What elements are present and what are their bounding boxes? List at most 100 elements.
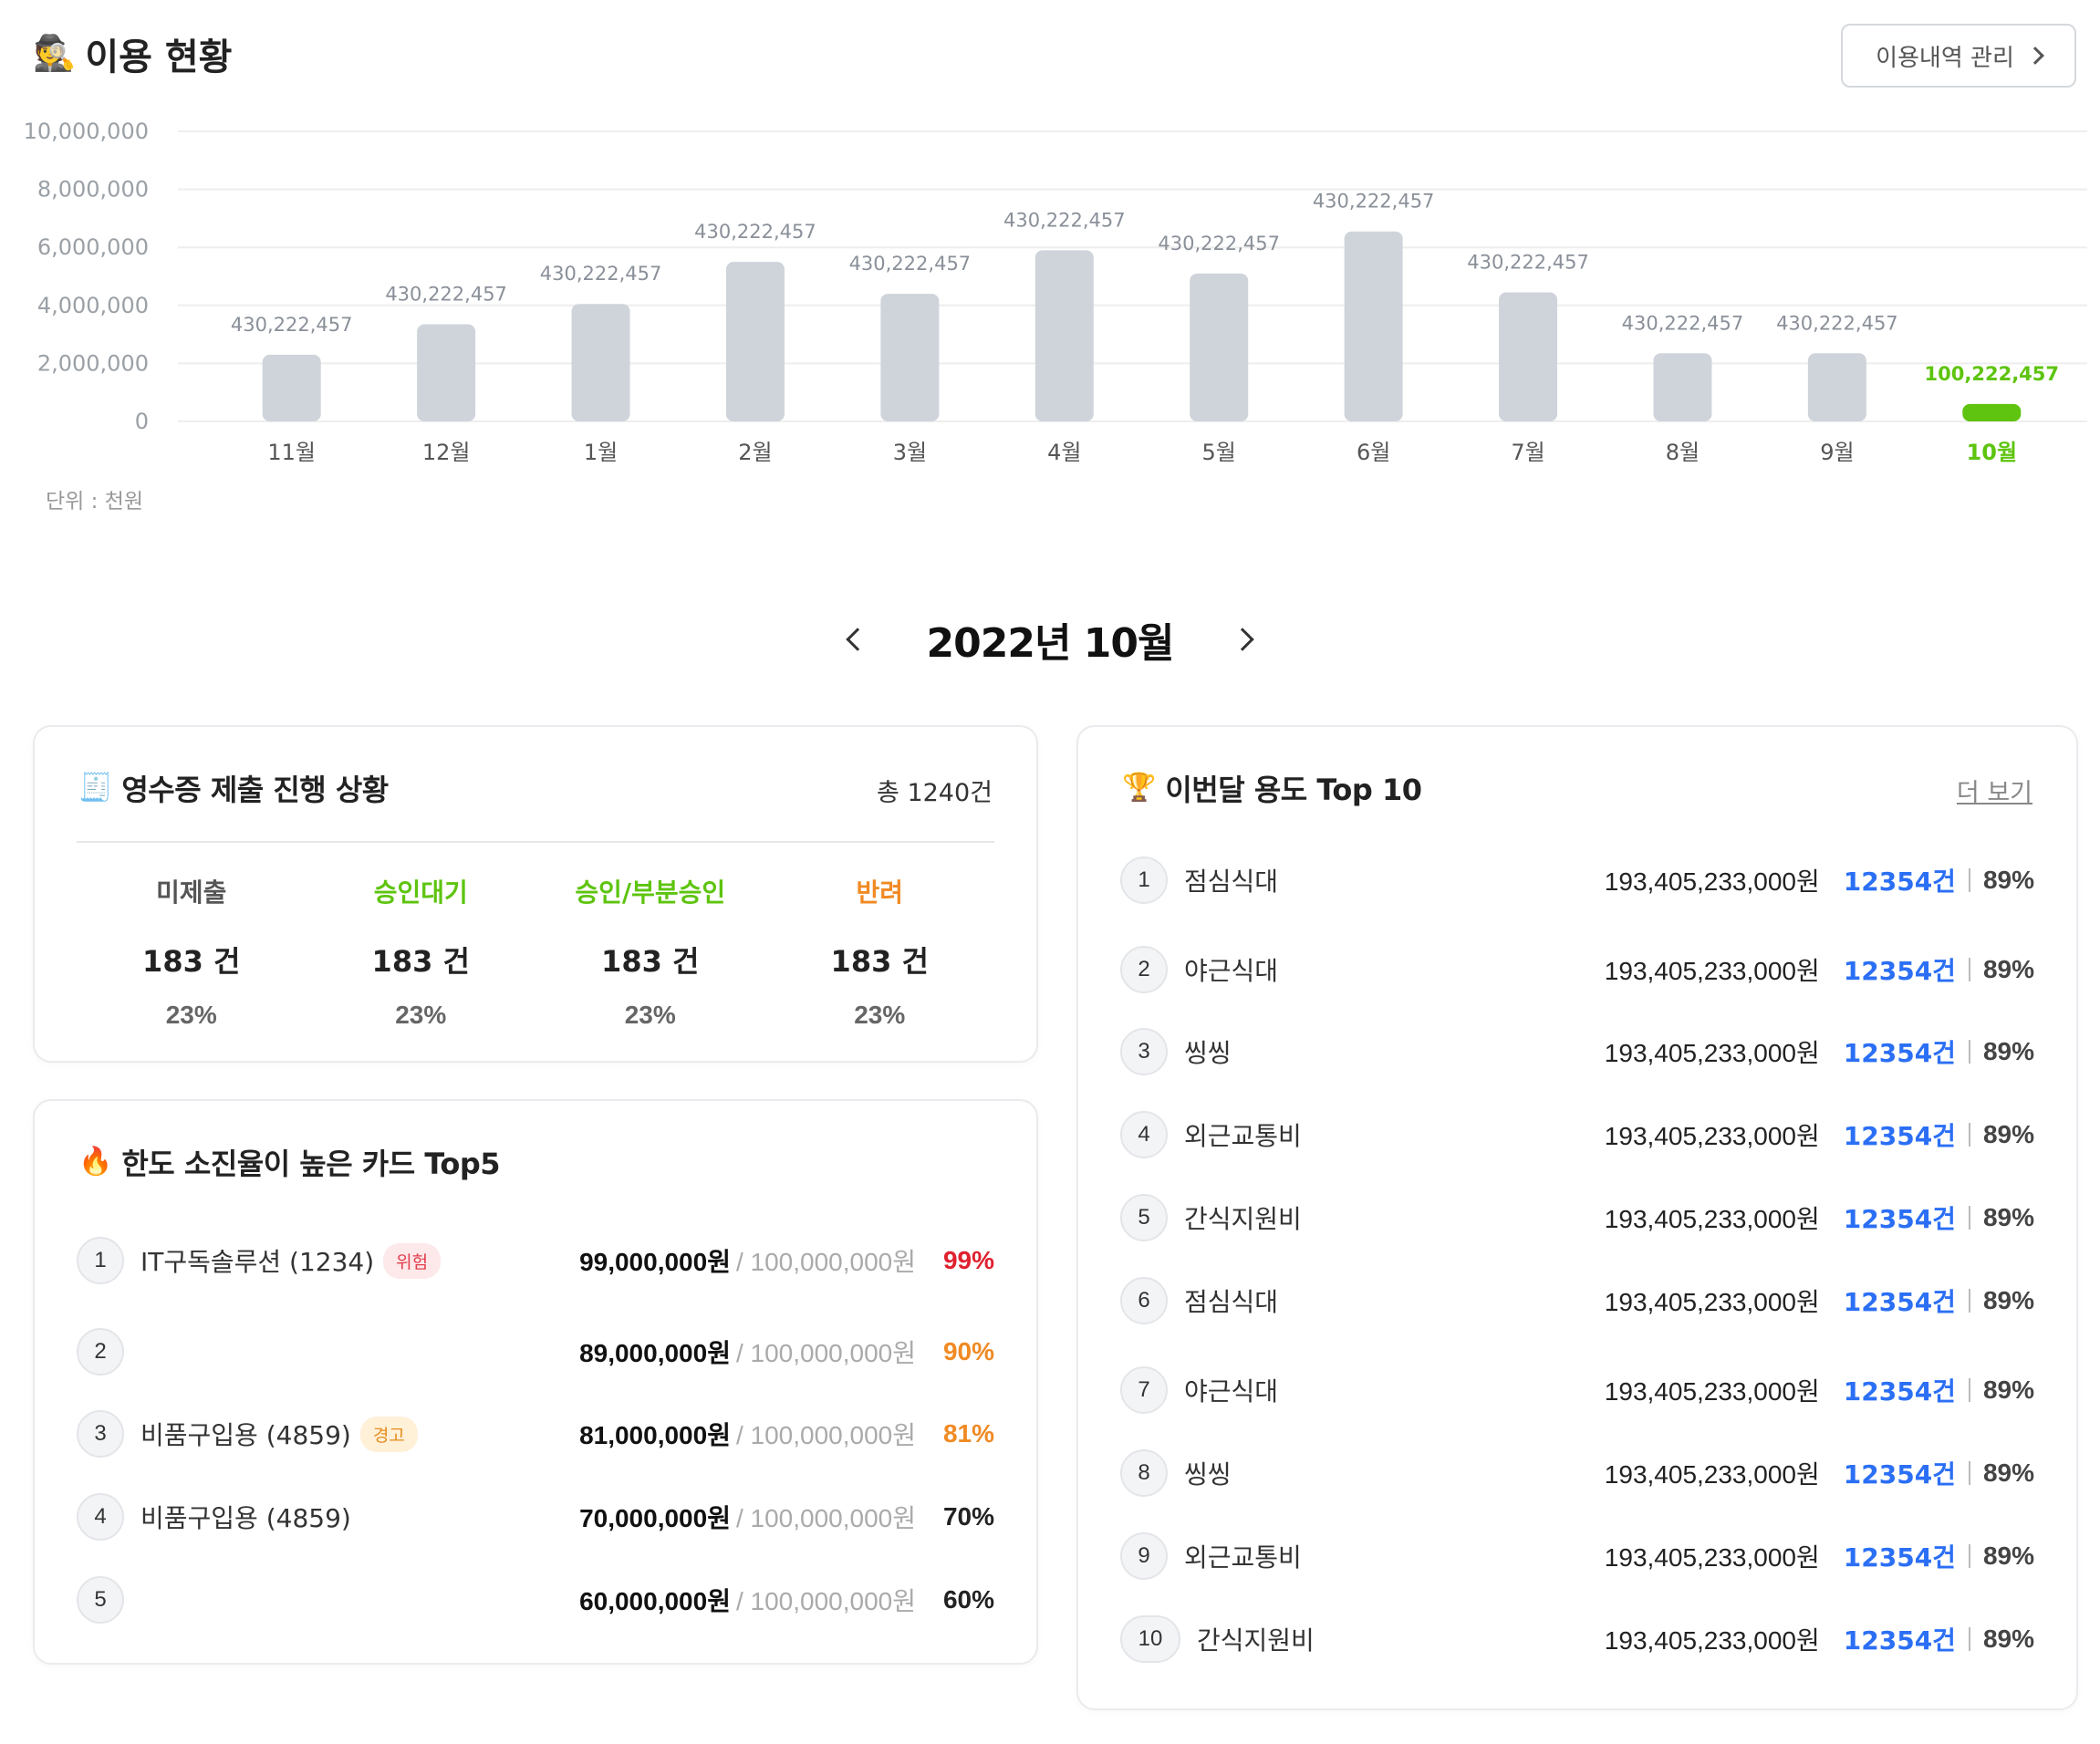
stat-approved[interactable]: 승인/부분승인 183 건 23%: [535, 873, 765, 1030]
usage-amount: 60,000,000원 / 100,000,000원: [579, 1582, 916, 1618]
purpose-name: 간식지원비: [1184, 1204, 1302, 1234]
purpose-name: 씽씽: [1184, 1038, 1232, 1068]
y-tick-label: 2,000,000: [37, 350, 149, 376]
limit-amount: / 100,000,000원: [735, 1587, 916, 1615]
stat-pct: 23%: [395, 1001, 447, 1029]
purpose-name: 점심식대: [1184, 867, 1279, 897]
usage-header: 🕵️ 이용 현황 이용내역 관리: [33, 24, 2076, 88]
table-row[interactable]: 5 간식지원비 193,405,233,000원 12354건 89%: [1120, 1192, 2034, 1243]
purpose-amount: 193,405,233,000원: [1604, 867, 1820, 896]
list-item[interactable]: 4 비품구입용 (4859) 70,000,000원 / 100,000,000…: [77, 1491, 994, 1542]
purpose-amount: 193,405,233,000원: [1604, 1626, 1820, 1655]
rank-badge: 5: [77, 1576, 124, 1624]
usage-amount: 70,000,000원 / 100,000,000원: [579, 1499, 916, 1535]
purpose-percent: 89%: [1982, 866, 2034, 894]
bar: [1034, 250, 1094, 421]
purpose-stats: 193,405,233,000원 12354건 89%: [1605, 862, 2034, 898]
card-name: IT구독솔루션 (1234): [140, 1247, 375, 1277]
table-row[interactable]: 9 외근교통비 193,405,233,000원 12354건 89%: [1120, 1531, 2034, 1582]
detective-icon: 🕵️: [33, 35, 77, 73]
purpose-stats: 193,405,233,000원 12354건 89%: [1605, 1538, 2034, 1574]
card-name: 비품구입용 (4859): [140, 1503, 351, 1533]
stat-rejected[interactable]: 반려 183 건 23%: [765, 873, 995, 1030]
purpose-amount: 193,405,233,000원: [1604, 1122, 1820, 1150]
rank-badge: 2: [77, 1328, 124, 1375]
rank-badge: 3: [77, 1410, 124, 1458]
separator: [1968, 1289, 1970, 1313]
purpose-stats: 193,405,233,000원 12354건 89%: [1605, 1199, 2034, 1236]
limit-amount: / 100,000,000원: [735, 1339, 916, 1367]
purpose-name: 외근교통비: [1184, 1542, 1302, 1573]
separator: [1968, 1206, 1970, 1230]
warning-badge: 경고: [359, 1416, 418, 1452]
usage-percent: 70%: [942, 1502, 994, 1531]
receipt-stats: 미제출 183 건 23% 승인대기 183 건 23% 승인/부분승인 183…: [77, 873, 994, 1030]
table-row[interactable]: 6 점심식대 193,405,233,000원 12354건 89%: [1120, 1275, 2034, 1326]
separator: [1968, 1040, 1970, 1064]
manage-usage-button[interactable]: 이용내역 관리: [1841, 24, 2076, 88]
used-amount: 60,000,000원: [579, 1587, 731, 1615]
stat-count: 183 건: [142, 944, 241, 979]
x-tick-label: 5월: [1202, 440, 1236, 465]
bar: [262, 354, 321, 421]
data-label: 430,222,457: [1313, 191, 1435, 213]
purpose-count: 12354건: [1843, 1287, 1956, 1317]
page-title: 이용 현황: [85, 36, 233, 78]
next-month-button[interactable]: [1228, 621, 1264, 658]
table-row[interactable]: 10 간식지원비 193,405,233,000원 12354건 89%: [1120, 1614, 2034, 1665]
month-navigator: 2022년 10월: [0, 607, 2100, 672]
rank-badge: 10: [1120, 1615, 1180, 1663]
see-more-link[interactable]: 더 보기: [1956, 779, 2032, 807]
bar: [880, 294, 940, 421]
monthly-usage-chart: 10,000,0008,000,0006,000,0004,000,0002,0…: [24, 119, 2087, 465]
used-amount: 70,000,000원: [579, 1504, 731, 1532]
rank-badge: 9: [1120, 1532, 1168, 1580]
receipt-card-title: 영수증 제출 진행 상황: [121, 773, 389, 807]
list-item[interactable]: 5 60,000,000원 / 100,000,000원 60%: [77, 1574, 994, 1625]
stat-not-submitted[interactable]: 미제출 183 건 23%: [77, 873, 307, 1030]
purpose-amount: 193,405,233,000원: [1604, 1460, 1820, 1489]
stat-count: 183 건: [830, 944, 929, 979]
purpose-stats: 193,405,233,000원 12354건 89%: [1605, 1116, 2034, 1153]
prev-month-button[interactable]: [836, 621, 872, 658]
separator: [1968, 1627, 1970, 1651]
stat-pct: 23%: [624, 1001, 676, 1029]
stat-pending-approval[interactable]: 승인대기 183 건 23%: [307, 873, 536, 1030]
manage-usage-label: 이용내역 관리: [1876, 44, 2014, 72]
purpose-amount: 193,405,233,000원: [1604, 1543, 1820, 1572]
data-label: 100,222,457: [1925, 363, 2059, 385]
list-item[interactable]: 1 IT구독솔루션 (1234) 위험 99,000,000원 / 100,00…: [77, 1235, 994, 1286]
table-row[interactable]: 2 야근식대 193,405,233,000원 12354건 89%: [1120, 944, 2034, 995]
table-row[interactable]: 3 씽씽 193,405,233,000원 12354건 89%: [1120, 1026, 2034, 1077]
purpose-percent: 89%: [1982, 1203, 2034, 1231]
top5-card-title: 한도 소진율이 높은 카드 Top5: [121, 1147, 501, 1181]
purpose-stats: 193,405,233,000원 12354건 89%: [1605, 1621, 2034, 1657]
list-item[interactable]: 3 비품구입용 (4859) 경고 81,000,000원 / 100,000,…: [77, 1408, 994, 1459]
stat-pct: 23%: [165, 1001, 217, 1029]
purpose-amount: 193,405,233,000원: [1604, 1039, 1820, 1067]
purpose-name: 외근교통비: [1184, 1121, 1302, 1151]
card-limit-top5-card: 🔥 한도 소진율이 높은 카드 Top5 1 IT구독솔루션 (1234) 위험…: [33, 1099, 1038, 1665]
purpose-stats: 193,405,233,000원 12354건 89%: [1605, 1282, 2034, 1319]
stat-label: 승인대기: [373, 877, 468, 908]
fire-icon: 🔥: [78, 1147, 113, 1177]
bar: [417, 324, 476, 421]
rank-badge: 6: [1120, 1277, 1168, 1324]
table-row[interactable]: 8 씽씽 193,405,233,000원 12354건 89%: [1120, 1448, 2034, 1499]
list-item[interactable]: 2 89,000,000원 / 100,000,000원 90%: [77, 1326, 994, 1377]
stat-label: 반려: [856, 877, 904, 908]
bar: [1653, 353, 1712, 421]
x-tick-label: 3월: [893, 440, 927, 465]
separator: [1968, 958, 1970, 981]
bar: [1499, 292, 1558, 421]
purpose-percent: 89%: [1982, 1037, 2034, 1065]
x-tick-label: 6월: [1357, 440, 1390, 465]
table-row[interactable]: 4 외근교통비 193,405,233,000원 12354건 89%: [1120, 1109, 2034, 1160]
separator: [1968, 868, 1970, 892]
used-amount: 99,000,000원: [579, 1248, 731, 1276]
table-row[interactable]: 1 점심식대 193,405,233,000원 12354건 89%: [1120, 855, 2034, 906]
table-row[interactable]: 7 야근식대 193,405,233,000원 12354건 89%: [1120, 1365, 2034, 1416]
purpose-percent: 89%: [1982, 1459, 2034, 1487]
purpose-count: 12354건: [1843, 867, 1956, 897]
purpose-stats: 193,405,233,000원 12354건 89%: [1605, 951, 2034, 988]
